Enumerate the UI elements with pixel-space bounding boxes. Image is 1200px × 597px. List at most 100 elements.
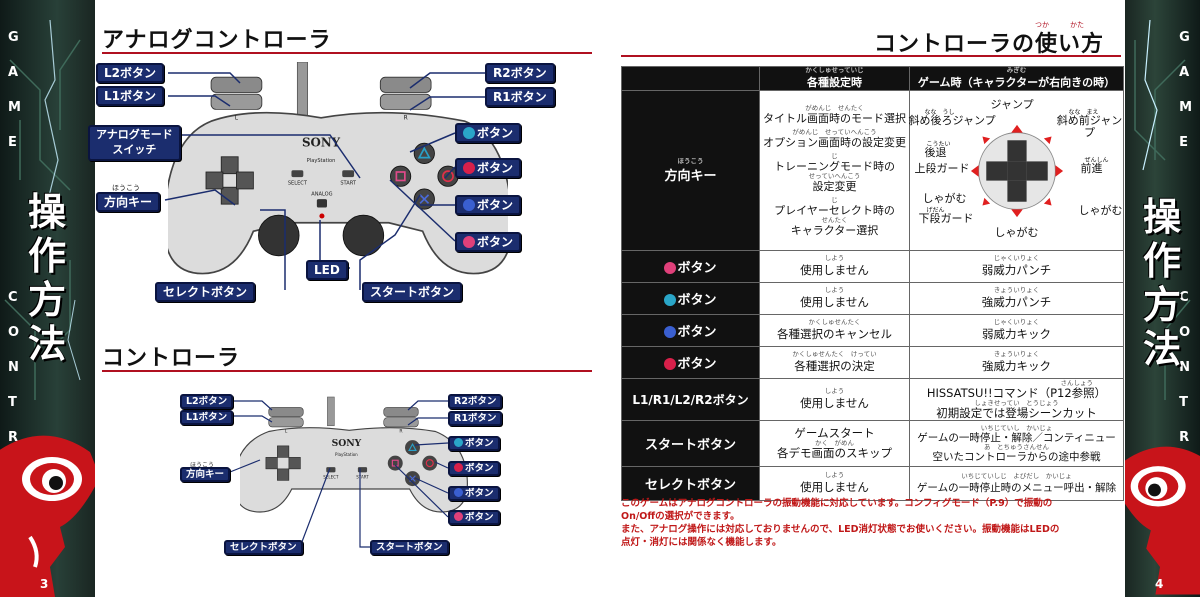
settings-cell: しよう使用しません xyxy=(759,250,910,283)
row-label: ボタン xyxy=(621,346,760,379)
table-row: ボタン しよう使用しません きょういりょく強威力パンチ xyxy=(621,282,1124,315)
triangle-button-label: ボタン xyxy=(448,436,500,451)
side-title-char: 操 xyxy=(1143,194,1182,239)
cell-text: 初期設定では登場シーンカット xyxy=(936,405,1097,420)
note-line: 点灯・消灯には関係なく機能します。 xyxy=(621,537,782,548)
side-letter: O xyxy=(8,325,20,340)
square-label-text: ボタン xyxy=(477,235,514,249)
table-row: セレクトボタン しよう使用しません いちじていしじ よびだし かいじょゲームの一… xyxy=(621,466,1124,501)
game-cell: きょういりょく強威力キック xyxy=(909,346,1124,379)
cell-text: 使用しません xyxy=(800,480,869,494)
side-letter: R xyxy=(8,430,19,445)
controls-table: かくしゅせっていじ各種設定時 みぎむゲーム時（キャラクターが右向きの時） ほうこ… xyxy=(621,66,1124,501)
square-button-label: ボタン xyxy=(448,510,500,525)
table-row: ボタン かくしゅせんたく各種選択のキャンセル じゃくいりょく弱威力キック xyxy=(621,314,1124,347)
controller-l-text: L xyxy=(235,116,239,122)
row-label-text: ボタン xyxy=(677,325,717,340)
side-letter: E xyxy=(8,135,17,150)
cross-label-text: ボタン xyxy=(477,198,514,212)
circle-button-label: ボタン xyxy=(455,158,522,178)
row-label: ボタン xyxy=(621,314,760,347)
cell-ruby: せんたく xyxy=(821,215,848,224)
dpad-label: 方向キー xyxy=(180,467,231,482)
cell-ruby: かくしゅせんたく けってい xyxy=(792,350,877,358)
row-label-text: ボタン xyxy=(677,261,717,276)
dpad-down-left-text: しゃがむ xyxy=(922,191,967,205)
cell-ruby: じ xyxy=(831,195,838,204)
side-letter: N xyxy=(8,360,19,375)
l1-button-label: L1ボタン xyxy=(180,410,234,425)
row-label: L1/R1/L2/R2ボタン xyxy=(621,378,760,421)
game-cell: じゃくいりょく弱威力パンチ xyxy=(909,250,1124,283)
game-cell: じゃくいりょく弱威力キック xyxy=(909,314,1124,347)
settings-cell: しよう使用しません xyxy=(759,282,910,315)
cell-text: 各種選択のキャンセル xyxy=(777,327,892,341)
right-side-strip: G A M E C O N T R O L S 操 作 方 法 4 xyxy=(1125,0,1200,597)
cell-ruby: せっていへんこう xyxy=(808,171,861,180)
side-title: 操 作 方 法 xyxy=(1143,195,1181,371)
controller-select-text: SELECT xyxy=(323,475,339,480)
cell-text: ゲームの一時停止時のメニュー呼出・解除 xyxy=(916,481,1117,494)
triangle-label-text: ボタン xyxy=(477,126,514,140)
cross-button-label: ボタン xyxy=(455,195,522,215)
cell-text: タイトル画面時のモード選択 xyxy=(763,111,906,125)
game-cell: きょういりょく強威力パンチ xyxy=(909,282,1124,315)
controller-r-text: R xyxy=(404,116,408,122)
start-button-label: スタートボタン xyxy=(362,282,463,302)
side-title-char: 作 xyxy=(1143,238,1182,283)
cell-text: ゲームスタート xyxy=(794,426,875,440)
dpad-label-ruby: ほうこう xyxy=(190,462,215,469)
circle-icon xyxy=(454,463,463,472)
r1-button-label: R1ボタン xyxy=(485,87,555,107)
cell-text: 各デモ画面のスキップ xyxy=(777,446,892,460)
side-letter: M xyxy=(8,100,21,115)
dpad-left-text: 後退 xyxy=(924,145,947,159)
dpad-direction-diagram: ジャンプ なな うし 斜め後ろジャンプ なな まえ 斜め前ジャンプ こうたい 後… xyxy=(909,93,1123,249)
cell-text: 弱威力パンチ xyxy=(981,263,1052,277)
side-title-char: 操 xyxy=(28,189,67,234)
cell-ruby: きょういりょく xyxy=(993,286,1040,294)
cross-button-label: ボタン xyxy=(448,486,500,501)
side-letter: T xyxy=(1179,395,1188,410)
controller-r-text: R xyxy=(399,429,403,435)
controller-usage-heading: コントローラの使い方 xyxy=(874,31,1105,57)
controller-platform-text: PlayStation xyxy=(307,158,336,164)
square-icon xyxy=(664,262,677,274)
row-label: ボタン xyxy=(621,282,760,315)
circle-button-label: ボタン xyxy=(448,461,500,476)
triangle-button-label: ボタン xyxy=(455,123,522,143)
row-label-ruby: ほうこう xyxy=(677,156,704,165)
cell-ruby: あ とちゅうさんせん xyxy=(984,442,1049,451)
cell-text: トレーニングモード時の xyxy=(774,159,895,173)
side-title-char: 方 xyxy=(1143,282,1182,327)
side-title-char: 法 xyxy=(28,321,67,366)
dpad-up-text: ジャンプ xyxy=(990,97,1034,111)
triangle-label-text: ボタン xyxy=(465,438,494,449)
cross-icon xyxy=(664,326,677,338)
cell-text: 設定変更 xyxy=(812,179,857,193)
cell-ruby: きょういりょく xyxy=(993,350,1040,358)
row-label: ほうこう方向キー xyxy=(621,90,760,251)
r1-button-label: R1ボタン xyxy=(448,411,503,426)
circle-label-text: ボタン xyxy=(477,161,514,175)
cell-text: キャラクター選択 xyxy=(790,223,879,237)
settings-cell: ゲームスタート かく がめん 各デモ画面のスキップ xyxy=(759,420,910,467)
analog-mode-switch-label: アナログモード スイッチ xyxy=(88,125,181,161)
analog-controller-heading: アナログコントローラ xyxy=(102,27,332,53)
cross-icon xyxy=(454,488,463,497)
cell-ruby: さんしょう xyxy=(1060,378,1094,387)
cell-ruby: がめんじ せっていへんこう xyxy=(792,127,877,136)
side-title-char: 作 xyxy=(28,233,67,278)
triangle-icon xyxy=(664,294,677,306)
heading-rule xyxy=(102,52,592,54)
triangle-icon xyxy=(463,127,475,139)
cell-text: プレイヤーセレクト時の xyxy=(774,203,895,217)
vibration-note: このゲームはアナログコントローラの振動機能に対応しています。コンフィグモード（P… xyxy=(621,497,1121,549)
header-ruby: みぎむ xyxy=(1006,66,1027,74)
dpad-down-left2-text: 下段ガード xyxy=(918,211,974,225)
row-label-text: 方向キー xyxy=(664,168,717,184)
dpad-label: 方向キー xyxy=(96,192,161,212)
controller-select-text: SELECT xyxy=(288,181,308,187)
dpad-right-text: 前進 xyxy=(1080,161,1103,175)
note-line: また、アナログ操作には対応しておりませんので、LED消灯状態でお使いください。振… xyxy=(621,524,1060,535)
